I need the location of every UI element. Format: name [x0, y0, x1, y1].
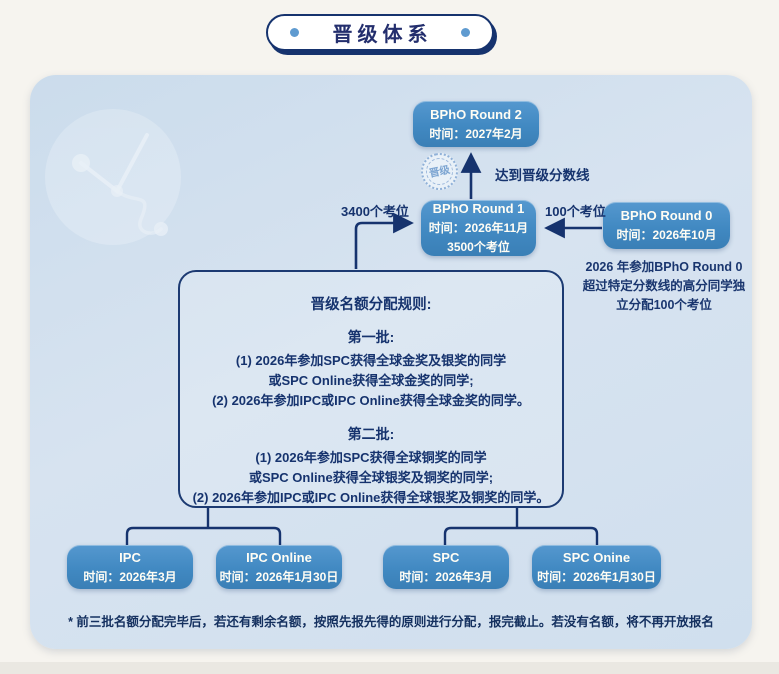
node-bpho-round-1: BPhO Round 1 时间：2026年11月 3500个考位 — [421, 200, 536, 256]
node-time: 时间：2026年3月 — [83, 569, 177, 584]
rules-title: 晋级名额分配规则: — [310, 297, 432, 313]
node-ipc-online: IPC Online 时间：2026年1月30日 — [216, 545, 342, 589]
seal-label: 晋级 — [423, 155, 456, 188]
batch2-rules: (1) 2026年参加SPC获得全球铜奖的同学 或SPC Online获得全球银… — [192, 450, 550, 505]
batch1-rules: (1) 2026年参加SPC获得全球金奖及银奖的同学 或SPC Online获得… — [212, 353, 530, 408]
node-title: BPhO Round 2 — [430, 106, 522, 122]
node-spc: SPC 时间：2026年3月 — [383, 545, 509, 589]
node-bpho-round-0: BPhO Round 0 时间：2026年10月 — [603, 202, 730, 249]
allocation-rules-box: 晋级名额分配规则: 第一批: (1) 2026年参加SPC获得全球金奖及银奖的同… — [178, 270, 564, 508]
node-seats: 3500个考位 — [447, 240, 510, 255]
node-title: BPhO Round 0 — [620, 208, 713, 224]
left-seats-label: 3400个考位 — [341, 204, 409, 219]
page-title: 晋级体系 — [332, 24, 433, 46]
node-title: SPC — [432, 549, 460, 565]
node-ipc: IPC 时间：2026年3月 — [67, 545, 193, 589]
bottom-edge-band — [0, 662, 779, 674]
node-title: SPC Onine — [562, 549, 631, 565]
round0-note: 2026 年参加BPhO Round 0 超过特定分数线的高分同学独 立分配10… — [582, 260, 746, 312]
node-bpho-round-2: BPhO Round 2 时间：2027年2月 — [413, 101, 539, 147]
right-dot-icon — [461, 28, 470, 37]
footnote: * 前三批名额分配完毕后，若还有剩余名额，按照先报先得的原则进行分配，报完截止。… — [68, 615, 714, 629]
title-pill: 晋级体系 — [266, 14, 494, 51]
node-time: 时间：2026年1月30日 — [219, 569, 339, 584]
node-title: BPhO Round 1 — [432, 201, 525, 217]
node-time: 时间：2027年2月 — [429, 126, 523, 141]
batch1-title: 第一批: — [347, 329, 395, 345]
left-dot-icon — [290, 28, 299, 37]
node-title: IPC — [119, 549, 141, 565]
node-spc-online: SPC Onine 时间：2026年1月30日 — [532, 545, 661, 589]
node-title: IPC Online — [246, 549, 312, 565]
node-time: 时间：2026年1月30日 — [537, 569, 656, 584]
node-time: 时间：2026年11月 — [428, 221, 529, 236]
physics-molecule-watermark-icon — [45, 109, 181, 245]
node-time: 时间：2026年3月 — [399, 569, 493, 584]
node-time: 时间：2026年10月 — [616, 228, 717, 243]
batch2-title: 第二批: — [347, 426, 395, 442]
right-seats-label: 100个考位 — [545, 204, 606, 219]
promotion-score-label: 达到晋级分数线 — [495, 168, 590, 183]
